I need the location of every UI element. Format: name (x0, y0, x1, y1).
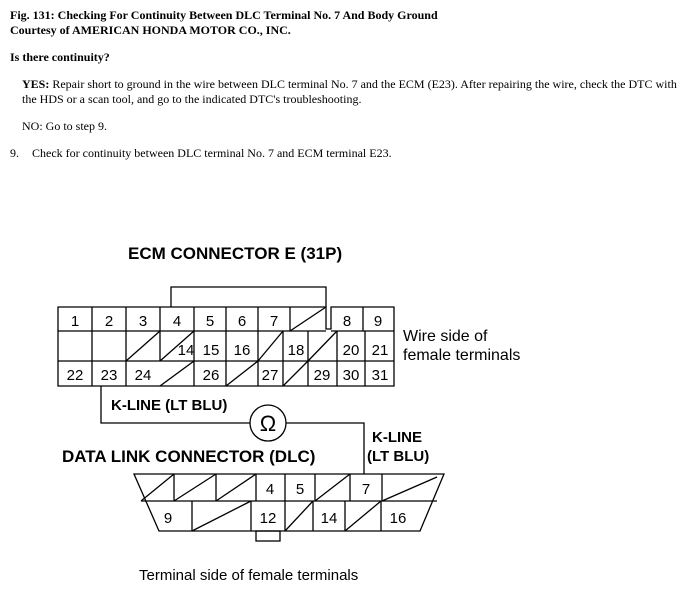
dlc-title: DATA LINK CONNECTOR (DLC) (62, 447, 315, 466)
dlc-row-2: 9 12 14 16 (164, 510, 407, 527)
ecm-pin-21: 21 (372, 342, 389, 359)
ecm-pin-26: 26 (203, 367, 220, 384)
yes-answer: YES: Repair short to ground in the wire … (10, 77, 690, 107)
ecm-pin-3: 3 (139, 313, 147, 330)
yes-label: YES: (22, 77, 50, 91)
ecm-pin-20: 20 (343, 342, 360, 359)
ecm-pin-5: 5 (206, 313, 214, 330)
ecm-connector (57, 286, 395, 387)
ecm-pin-16: 16 (234, 342, 251, 359)
step-text: Check for continuity between DLC termina… (32, 146, 392, 160)
ecm-pin-1: 1 (71, 313, 79, 330)
ecm-pin-24: 24 (135, 367, 152, 384)
wire-side-label-line-2: female terminals (403, 347, 520, 364)
no-label: NO: (22, 119, 43, 133)
ecm-row-3: 22 23 24 26 27 29 30 31 (67, 367, 389, 384)
step-9: 9. Check for continuity between DLC termi… (10, 146, 690, 161)
dlc-pin-12: 12 (260, 510, 277, 527)
courtesy-line: Courtesy of AMERICAN HONDA MOTOR CO., IN… (10, 23, 291, 37)
ohmmeter-icon (249, 404, 287, 442)
dlc-pin-4: 4 (266, 481, 274, 498)
ecm-pin-7: 7 (270, 313, 278, 330)
ohm-symbol: Ω (260, 411, 276, 436)
ecm-pin-23: 23 (101, 367, 118, 384)
test-lead-dlc (286, 422, 365, 474)
k-line-label-right-1: K-LINE (372, 429, 422, 446)
no-text: Go to step 9. (42, 119, 108, 133)
dlc-pin-5: 5 (296, 481, 304, 498)
yes-text: Repair short to ground in the wire betwe… (22, 77, 677, 106)
ecm-pin-30: 30 (343, 367, 360, 384)
ecm-pin-8: 8 (343, 313, 351, 330)
wire-side-label-line-1: Wire side of (403, 328, 488, 345)
test-lead-ecm (100, 386, 250, 424)
ecm-pin-9: 9 (374, 313, 382, 330)
k-line-label-right-2: (LT BLU) (367, 448, 429, 465)
ecm-pin-15: 15 (203, 342, 220, 359)
dlc-pin-14: 14 (321, 510, 338, 527)
figure-title: Fig. 131: Checking For Continuity Betwee… (10, 8, 438, 22)
dlc-pin-9: 9 (164, 510, 172, 527)
dlc-pin-16: 16 (390, 510, 407, 527)
ecm-pin-2: 2 (105, 313, 113, 330)
test-circuit: Ω (100, 386, 365, 474)
ecm-pin-18: 18 (288, 342, 305, 359)
ecm-pin-22: 22 (67, 367, 84, 384)
ecm-pin-31: 31 (372, 367, 389, 384)
dlc-pin-7: 7 (362, 481, 370, 498)
ecm-pin-29: 29 (314, 367, 331, 384)
ecm-row-1: 1 2 3 4 5 6 7 8 9 (71, 313, 382, 330)
no-answer: NO: Go to step 9. (10, 119, 690, 134)
ecm-connector-title: ECM CONNECTOR E (31P) (128, 244, 342, 263)
dlc-connector (133, 473, 445, 542)
question: Is there continuity? (10, 50, 110, 64)
ecm-row-2: 14 15 16 18 20 21 (178, 342, 389, 359)
ecm-pin-6: 6 (238, 313, 246, 330)
document-text: Fig. 131: Checking For Continuity Betwee… (10, 8, 690, 161)
terminal-side-label: Terminal side of female terminals (139, 567, 358, 584)
ecm-pin-27: 27 (262, 367, 279, 384)
dlc-row-1: 4 5 7 (266, 481, 370, 498)
k-line-label-left: K-LINE (LT BLU) (111, 397, 227, 414)
ecm-pin-14: 14 (178, 342, 195, 359)
step-number: 9. (10, 146, 19, 160)
ecm-pin-4: 4 (173, 313, 181, 330)
